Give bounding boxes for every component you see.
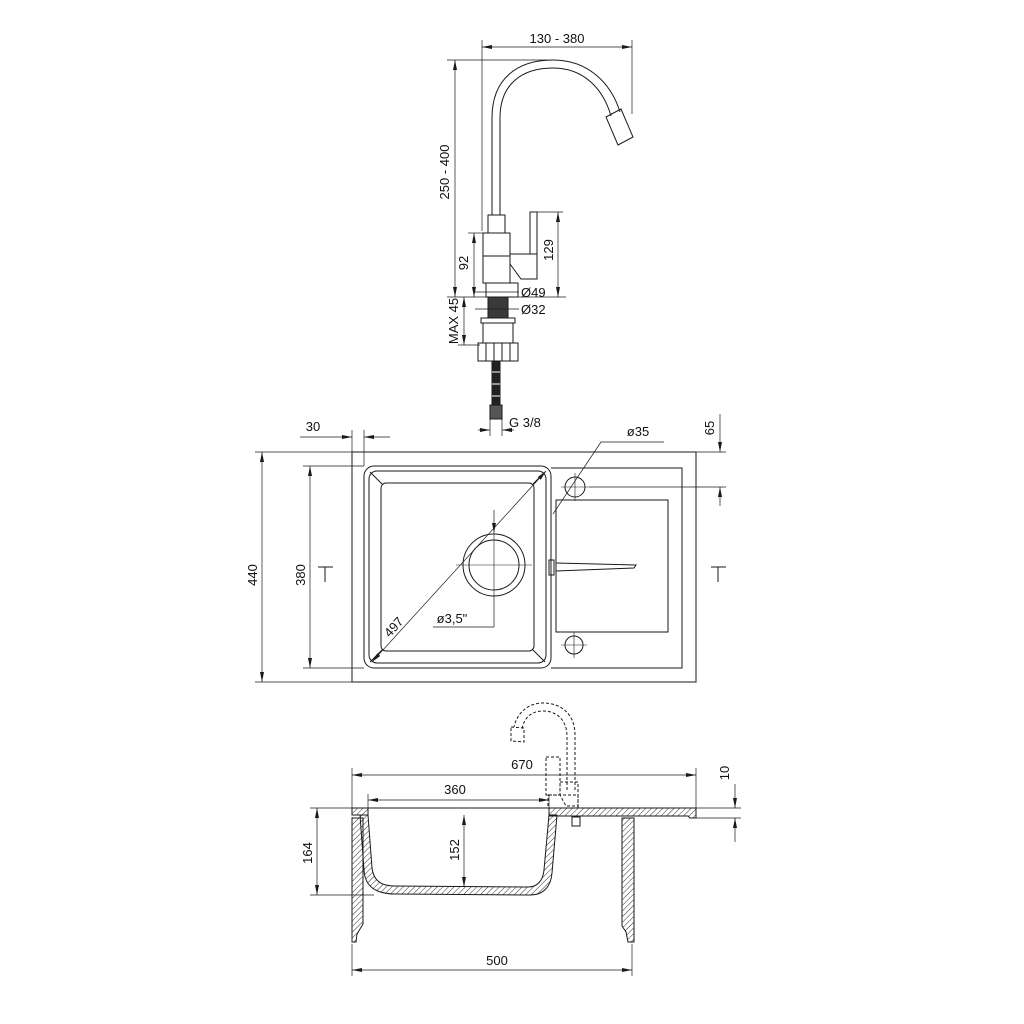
section-mark-right — [711, 566, 726, 582]
rim-offset-label: 30 — [306, 419, 320, 434]
dim-bowl-total-depth: 164 — [300, 807, 374, 896]
faucet-lever-handle — [529, 211, 538, 255]
min-cabinet-width-label: 500 — [486, 953, 508, 968]
faucet-threaded-shank — [487, 296, 509, 319]
sink-left-lip — [351, 807, 369, 816]
dim-overall-depth: 440 — [245, 451, 352, 683]
rim-thickness-label: 10 — [717, 766, 732, 780]
dim-faucet-body-height: 92 — [456, 232, 483, 297]
hose-fitting — [489, 404, 503, 420]
faucet-spout-outer — [513, 702, 576, 790]
drainer-outline — [551, 467, 683, 669]
bowl-corner-bevel — [369, 471, 383, 485]
faucet-lever — [559, 781, 579, 807]
dim-rim-thickness: 10 — [696, 766, 741, 842]
faucet-body — [545, 756, 561, 796]
faucet-lever-block — [509, 253, 538, 280]
dim-tap-hole-offset: 65 — [589, 414, 726, 506]
overall-depth-label: 440 — [245, 564, 260, 586]
dim-drain-size: ø3,5" — [433, 510, 496, 628]
dim-hose-thread: G 3/8 — [478, 415, 541, 436]
dim-faucet-reach: 130 - 380 — [481, 31, 633, 231]
bowl-corner-bevel — [369, 649, 383, 663]
faucet-aerator — [510, 726, 525, 743]
faucet-collar — [487, 214, 506, 234]
dim-tap-hole-diameter: ø35 — [552, 424, 664, 515]
bowl-total-depth-label: 164 — [300, 842, 315, 864]
faucet-body-height-label: 92 — [456, 256, 471, 270]
faucet-spout-outer — [491, 59, 621, 215]
drainer-channel — [555, 562, 637, 572]
sink-top-view — [351, 451, 697, 683]
dimension-line — [371, 470, 547, 663]
mounting-nut-lower — [477, 342, 519, 362]
faucet-aerator — [605, 108, 634, 146]
faucet-shank-diameter-label: Ø32 — [521, 302, 546, 317]
bowl-diagonal-label: 497 — [381, 614, 407, 640]
faucet-spout-inner — [521, 710, 568, 790]
max-counter-thickness-label: MAX 45 — [446, 298, 461, 344]
bowl-rim — [363, 465, 552, 669]
faucet-height-label: 250 - 400 — [437, 145, 452, 200]
dim-faucet-shank-diameter: Ø32 — [475, 302, 546, 317]
drainer-section — [548, 807, 697, 819]
dim-faucet-height: 250 - 400 — [437, 59, 566, 298]
faucet-spout-inner — [499, 67, 612, 215]
dim-bowl-inner-depth: 152 — [447, 815, 466, 887]
dim-faucet-lever-height: 129 — [537, 211, 563, 297]
dim-bowl-diagonal: 497 — [371, 470, 547, 663]
section-mark-left — [318, 566, 333, 582]
leader-line — [552, 441, 664, 515]
bowl-width-label: 360 — [444, 782, 466, 797]
drainer-plate — [555, 499, 669, 633]
mounting-washer — [480, 317, 516, 324]
dim-rim-offset: 30 — [300, 419, 390, 466]
faucet-reach-label: 130 - 380 — [530, 31, 585, 46]
faucet-mount-nut — [571, 816, 581, 827]
faucet-body — [482, 232, 511, 284]
dim-overall-width: 670 — [351, 757, 697, 808]
sink-section — [351, 807, 697, 943]
faucet-base — [485, 282, 519, 298]
overall-width-label: 670 — [511, 757, 533, 772]
faucet-lever-height-label: 129 — [541, 239, 556, 261]
faucet-side-outline — [510, 702, 579, 809]
mounting-nut — [482, 322, 514, 344]
dim-bowl-width: 360 — [367, 782, 550, 815]
dim-faucet-base-diameter: Ø49 — [475, 285, 546, 300]
overflow-slot — [548, 559, 555, 576]
dim-min-cabinet-width: 500 — [351, 944, 633, 976]
bowl-depth-label: 380 — [293, 564, 308, 586]
bowl-inner-depth-label: 152 — [447, 839, 462, 861]
cabinet-wall-left — [351, 817, 364, 943]
dim-bowl-depth: 380 — [293, 465, 364, 669]
tap-hole-offset-label: 65 — [702, 421, 717, 435]
cabinet-wall-right — [621, 817, 635, 943]
dim-max-counter-thickness: MAX 45 — [446, 297, 480, 346]
supply-hose — [491, 360, 501, 406]
faucet-base-diameter-label: Ø49 — [521, 285, 546, 300]
drain-size-label: ø3,5" — [437, 611, 468, 626]
sink-outline — [351, 451, 697, 683]
faucet-elevation — [477, 59, 634, 420]
tap-hole-diameter-label: ø35 — [627, 424, 649, 439]
hose-thread-label: G 3/8 — [509, 415, 541, 430]
bowl-corner-bevel — [532, 649, 546, 663]
